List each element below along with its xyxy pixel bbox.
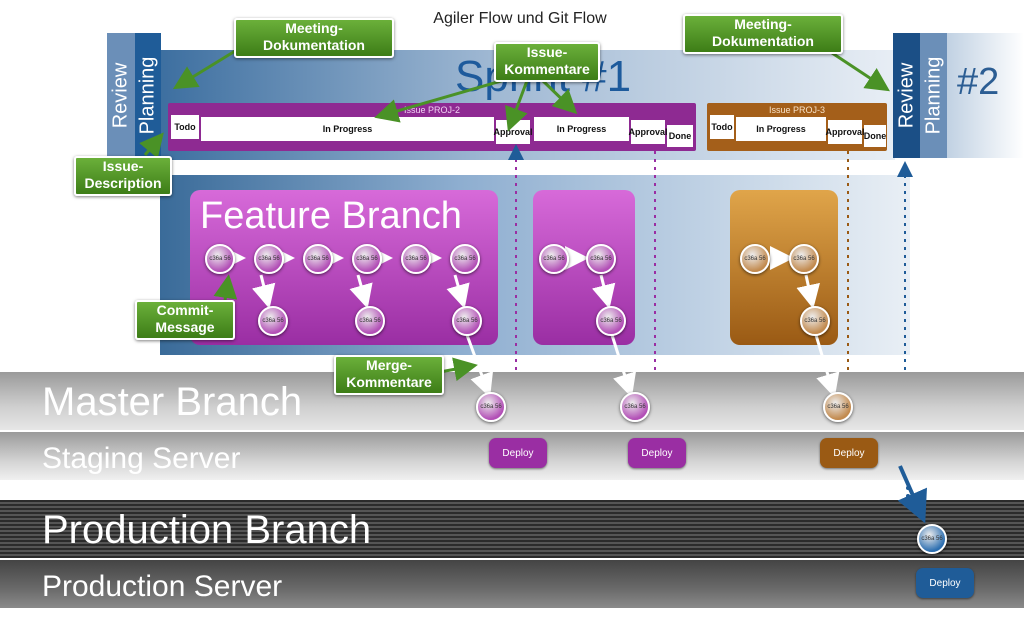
in-progress-stage-2: In Progress	[534, 117, 629, 141]
commit-arrows	[221, 246, 840, 398]
in-progress-stage: In Progress	[201, 117, 494, 141]
deploy-badge-2: Deploy	[628, 438, 686, 468]
feature-branch-label: Feature Branch	[200, 195, 462, 237]
deploy-badge-1: Deploy	[489, 438, 547, 468]
commit-node: c36a 56	[476, 392, 506, 422]
meeting-doc-callout-right: Meeting- Dokumentation	[683, 14, 843, 54]
commit-node: c36a 56	[401, 244, 431, 274]
issue-proj-3: Issue PROJ-3 Todo In Progress Approval D…	[707, 103, 887, 151]
master-branch-label: Master Branch	[42, 380, 303, 424]
commit-node: c36a 56	[800, 306, 830, 336]
commit-node: c36a 56	[586, 244, 616, 274]
meeting-doc-callout-left: Meeting- Dokumentation	[234, 18, 394, 58]
issue-comments-callout: Issue- Kommentare	[494, 42, 600, 82]
sprint-2-area: #2	[945, 33, 1024, 158]
dotted-links	[508, 144, 913, 370]
issue-proj-2-title: Issue PROJ-2	[403, 105, 461, 115]
sprint-2-label: #2	[957, 61, 1000, 103]
commit-node: c36a 56	[450, 244, 480, 274]
commit-node: c36a 56	[355, 306, 385, 336]
commit-message-callout: Commit- Message	[135, 300, 235, 340]
commit-node: c36a 56	[205, 244, 235, 274]
diagram-title: Agiler Flow und Git Flow	[433, 10, 607, 27]
production-branch-band: Production Branch	[0, 500, 1024, 558]
in-progress-stage-proj-3: In Progress	[736, 117, 826, 141]
production-branch-label: Production Branch	[42, 508, 372, 552]
deploy-badge-3: Deploy	[820, 438, 878, 468]
commit-node: c36a 56	[789, 244, 819, 274]
staging-server-label: Staging Server	[42, 442, 241, 475]
review-band-left: Review	[107, 33, 135, 158]
approval-stage-2: Approval	[629, 120, 668, 144]
review-band-right: Review	[893, 33, 920, 158]
done-stage-proj-3: Done	[864, 125, 886, 147]
done-stage: Done	[667, 125, 693, 147]
merge-comments-callout: Merge- Kommentare	[334, 355, 444, 395]
commit-node: c36a 56	[917, 524, 947, 554]
issue-description-callout: Issue- Description	[74, 156, 172, 196]
commit-node: c36a 56	[352, 244, 382, 274]
commit-node: c36a 56	[539, 244, 569, 274]
deploy-badge-production: Deploy	[916, 568, 974, 598]
commit-node: c36a 56	[258, 306, 288, 336]
commit-node: c36a 56	[254, 244, 284, 274]
issue-proj-3-title: Issue PROJ-3	[768, 105, 826, 115]
commit-node: c36a 56	[740, 244, 770, 274]
commit-node: c36a 56	[452, 306, 482, 336]
todo-stage: Todo	[171, 115, 199, 139]
planning-band-right: Planning	[920, 33, 947, 158]
production-server-label: Production Server	[42, 570, 283, 603]
master-branch-band: Master Branch	[0, 372, 1024, 430]
production-server-band: Production Server	[0, 560, 1024, 608]
commit-node: c36a 56	[823, 392, 853, 422]
approval-stage-proj-3: Approval	[826, 120, 865, 144]
todo-stage-proj-3: Todo	[710, 115, 734, 139]
commit-node: c36a 56	[596, 306, 626, 336]
commit-node: c36a 56	[620, 392, 650, 422]
commit-node: c36a 56	[303, 244, 333, 274]
